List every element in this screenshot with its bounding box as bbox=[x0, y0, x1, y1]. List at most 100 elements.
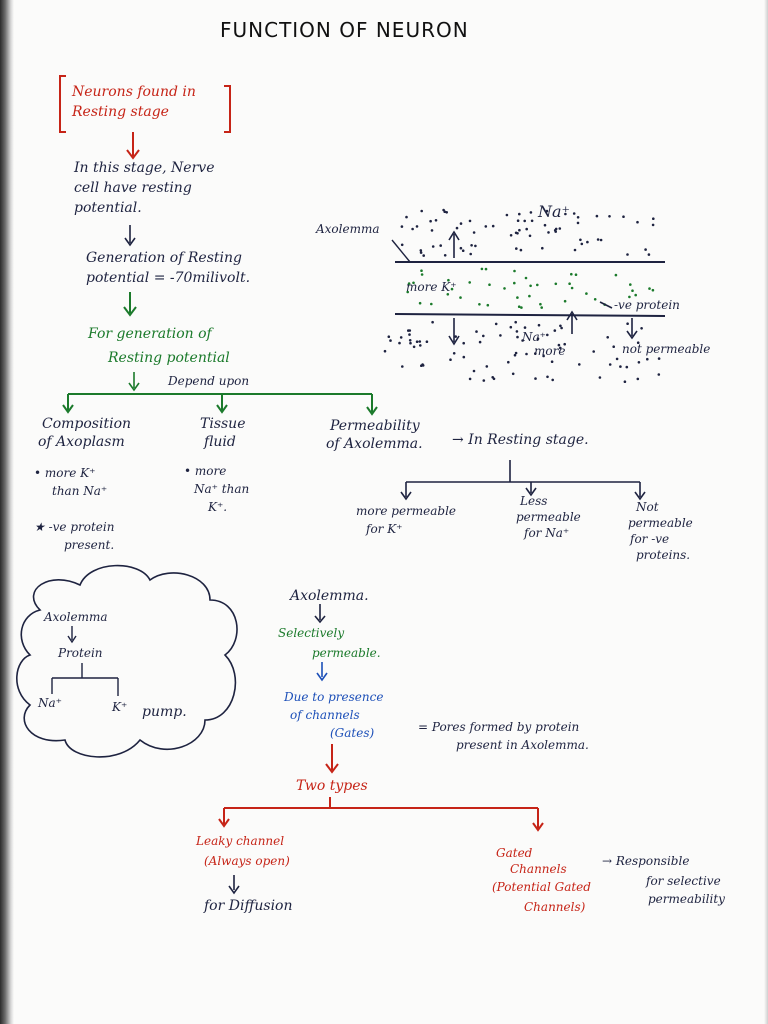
ion-dot bbox=[389, 339, 392, 342]
ion-dot bbox=[546, 333, 549, 337]
arrow-protein-point bbox=[599, 301, 613, 309]
responsible-line-3: permeability bbox=[648, 892, 725, 906]
na-perm-line-2: permeable bbox=[516, 510, 581, 524]
binding-edge bbox=[0, 0, 14, 1024]
membrane-diagram bbox=[383, 208, 666, 384]
ion-dot bbox=[443, 254, 447, 257]
stage-line-1: In this stage, Nerve bbox=[74, 160, 215, 176]
ion-dot bbox=[442, 208, 445, 212]
ion-dot bbox=[459, 222, 463, 225]
gated-line-2: Channels bbox=[510, 862, 567, 876]
ion-dot bbox=[559, 324, 562, 328]
ion-dot bbox=[472, 369, 476, 373]
composition-bullet-1a: • more K⁺ bbox=[34, 466, 96, 480]
ion-dot bbox=[399, 336, 403, 339]
ion-dot bbox=[554, 230, 557, 233]
ion-dot bbox=[383, 349, 387, 353]
ion-dot bbox=[646, 357, 649, 361]
ion-dot bbox=[564, 212, 567, 216]
potassium-dot bbox=[488, 283, 491, 287]
potassium-dot bbox=[446, 293, 450, 296]
page-title: FUNCTION OF NEURON bbox=[220, 18, 469, 42]
arrow-box-down bbox=[126, 132, 140, 160]
ion-dot bbox=[541, 246, 544, 250]
ion-dot bbox=[491, 224, 495, 228]
ion-dot bbox=[407, 329, 410, 332]
ion-dot bbox=[419, 251, 423, 254]
diagram-not-permeable: not permeable bbox=[622, 342, 711, 356]
membrane-bottom-line bbox=[394, 313, 666, 317]
ion-dot bbox=[608, 215, 611, 218]
diagram-axolemma-label: Axolemma bbox=[316, 222, 380, 236]
page-edge bbox=[764, 0, 768, 1024]
ion-dot bbox=[491, 376, 495, 379]
ion-dot bbox=[434, 219, 438, 222]
ion-dot bbox=[528, 234, 532, 238]
generation-line-1: Generation of Resting bbox=[86, 250, 242, 266]
ion-dot bbox=[612, 345, 615, 349]
cloud-outline bbox=[16, 564, 238, 758]
ion-dot bbox=[523, 326, 527, 329]
ion-dot bbox=[599, 238, 603, 242]
ion-dot bbox=[525, 227, 528, 231]
gated-line-1: Gated bbox=[496, 846, 533, 860]
potassium-dot bbox=[536, 283, 539, 287]
na-perm-line-1: Less bbox=[520, 494, 548, 508]
box-text-2: Resting stage bbox=[72, 104, 169, 120]
potassium-dot bbox=[540, 306, 543, 309]
axolemma-pointer bbox=[391, 239, 411, 263]
ion-dot bbox=[468, 219, 472, 223]
ion-dot bbox=[400, 243, 404, 247]
ion-dot bbox=[576, 221, 580, 225]
arrow-resting-down bbox=[128, 372, 140, 392]
gated-line-4: Channels) bbox=[524, 900, 586, 914]
ion-dot bbox=[518, 228, 521, 232]
tissue-bullet-1a: • more bbox=[184, 464, 227, 478]
ion-dot bbox=[536, 337, 540, 341]
potassium-dot bbox=[585, 292, 588, 295]
ion-dot bbox=[596, 238, 600, 241]
ion-dot bbox=[516, 219, 520, 222]
ion-dot bbox=[523, 219, 526, 223]
protein-perm-line-3: for -ve bbox=[630, 532, 670, 546]
stage-line-2: cell have resting bbox=[74, 180, 192, 196]
ion-dot bbox=[551, 378, 554, 382]
ion-dot bbox=[534, 352, 537, 355]
potassium-dot bbox=[574, 273, 578, 277]
ion-dot bbox=[462, 355, 466, 359]
cloud-na: Na⁺ bbox=[38, 696, 62, 710]
ion-dot bbox=[468, 377, 472, 381]
ion-dot bbox=[652, 217, 655, 220]
channels-selectively: Selectively bbox=[278, 626, 345, 640]
ion-dot bbox=[415, 340, 419, 344]
ion-dot bbox=[553, 329, 557, 332]
potassium-dot bbox=[528, 294, 531, 298]
ion-dot bbox=[408, 333, 411, 336]
ion-dot bbox=[563, 342, 566, 346]
ion-dot bbox=[636, 377, 640, 381]
ion-dot bbox=[412, 345, 416, 349]
ion-dot bbox=[475, 330, 478, 333]
ion-dot bbox=[482, 334, 485, 338]
potassium-dot bbox=[568, 282, 571, 286]
ion-dot bbox=[586, 240, 589, 244]
protein-perm-line-1: Not bbox=[636, 500, 659, 514]
ion-dot bbox=[547, 231, 550, 234]
ion-dot bbox=[419, 344, 422, 347]
ion-dot bbox=[644, 248, 647, 251]
ion-dot bbox=[455, 226, 459, 230]
potassium-dot bbox=[486, 303, 490, 307]
cloud-protein: Protein bbox=[58, 646, 103, 660]
protein-perm-line-4: proteins. bbox=[636, 548, 691, 562]
ion-dot bbox=[505, 213, 509, 217]
potassium-dot bbox=[447, 278, 450, 282]
arrow-generation-down bbox=[123, 292, 137, 317]
ion-dot bbox=[462, 341, 466, 345]
ion-dot bbox=[579, 238, 582, 242]
ion-dot bbox=[559, 346, 562, 350]
potassium-dot bbox=[651, 288, 655, 292]
potassium-dot bbox=[529, 284, 532, 288]
potassium-dot bbox=[520, 306, 523, 309]
ion-dot bbox=[550, 360, 554, 364]
